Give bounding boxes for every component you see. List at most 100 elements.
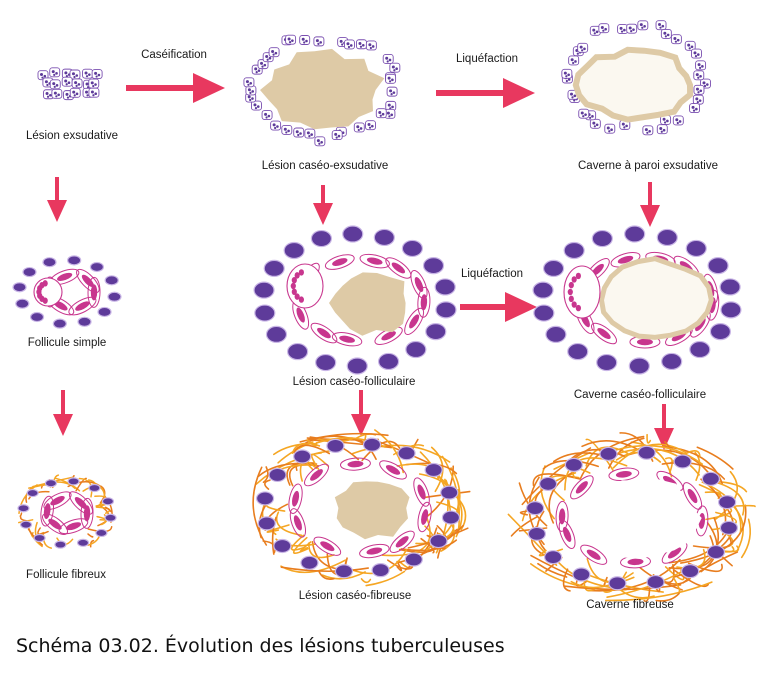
fibre (680, 504, 747, 564)
epithelioid-nucleus (50, 495, 65, 506)
arrow-caverne-exsudative-to-folliculaire-head (640, 205, 660, 227)
fibre (321, 571, 366, 580)
fibre (441, 455, 460, 518)
exudate-cell (69, 69, 81, 80)
exudate-cell (245, 92, 257, 103)
giant-cell-nucleus (291, 276, 297, 284)
exudate-cell (660, 28, 672, 39)
arrow-exsudative-to-follicule-head (47, 200, 67, 222)
lymphocyte (599, 446, 618, 462)
lymphocyte (608, 576, 627, 591)
giant-cell-nucleus (575, 304, 581, 312)
epithelioid-nucleus (43, 503, 51, 520)
epithelioid-nucleus (65, 522, 82, 531)
arrow-exsudative-to-follicule (47, 177, 67, 222)
fibre (655, 592, 680, 602)
label-caverne-fibreuse: Caverne fibreuse (586, 599, 674, 611)
lymphocyte (33, 533, 46, 543)
epithelioid-cell (40, 495, 54, 527)
exudate-cell (88, 78, 100, 89)
exudate-cell (684, 40, 696, 51)
label-lesion-exsudative: Lésion exsudative (25, 130, 119, 142)
epithelioid-nucleus (667, 547, 682, 559)
exudate-cell (578, 108, 590, 119)
epithelioid-nucleus (75, 301, 90, 311)
epithelioid-cell (682, 482, 703, 510)
exudate-cell (670, 34, 682, 45)
epithelioid-nucleus (332, 258, 348, 266)
fibre (715, 470, 739, 520)
epithelioid-nucleus (74, 496, 88, 510)
lymphocyte (12, 282, 27, 293)
lymphocyte (709, 322, 732, 341)
fibre (393, 444, 425, 456)
fibre (643, 587, 651, 603)
lesion-exsudative-drawing (37, 67, 103, 101)
fibre (692, 537, 732, 549)
lymphocyte (255, 491, 275, 506)
arrow-caseo-exsudative-to-folliculaire (313, 185, 333, 225)
giant-cell-nucleus (575, 272, 581, 280)
fibre (673, 577, 681, 592)
epithelioid-nucleus (586, 549, 601, 560)
lymphocyte (334, 564, 354, 579)
arrow-folliculaire-to-fibreuse-shaft (359, 390, 363, 416)
fibre (306, 439, 318, 447)
lymphocyte (707, 257, 729, 275)
follicule-fibreux-drawing (17, 474, 117, 549)
lymphocyte (661, 352, 683, 371)
fibre (299, 541, 312, 553)
epithelioid-nucleus (409, 314, 420, 329)
lymphocyte (424, 462, 443, 478)
exudate-cell (49, 67, 61, 78)
fibre (252, 466, 268, 546)
lymphocyte (17, 504, 30, 513)
lymphocyte (265, 325, 288, 343)
fibre (387, 559, 414, 570)
lymphocyte (538, 476, 558, 492)
caverne-paroi-exsudative-drawing (561, 20, 711, 136)
fibre (293, 444, 331, 455)
lymphocyte (88, 483, 101, 493)
arrow-caseification-shaft (126, 85, 195, 91)
fibre (18, 519, 34, 524)
lymphocyte (346, 357, 368, 375)
fibre (711, 511, 737, 531)
lymphocyte (646, 574, 665, 590)
exudate-cell (71, 78, 83, 89)
epithelioid-nucleus (293, 515, 302, 531)
fibre (37, 527, 49, 535)
epithelioid-nucleus (617, 255, 634, 264)
lymphocyte (567, 342, 589, 361)
epithelioid-cell (359, 543, 390, 559)
exudate-cell (385, 73, 397, 84)
lymphocyte (26, 488, 39, 498)
fibre (266, 524, 290, 533)
fibre (696, 446, 734, 470)
lymphocyte (701, 471, 720, 486)
fibre (360, 578, 372, 584)
lymphocyte (397, 446, 416, 461)
fibre (420, 537, 435, 554)
fibre (318, 571, 335, 580)
arrow-caverne-folliculaire-to-fibreuse-head (654, 428, 674, 450)
arrow-caverne-folliculaire-to-fibreuse (654, 404, 674, 450)
lymphocyte (656, 228, 678, 247)
fibre (352, 444, 451, 463)
lymphocyte (342, 225, 364, 243)
label-lesion-caseo-folliculaire: Lésion caséo-folliculaire (292, 376, 416, 388)
lymphocyte (268, 467, 287, 483)
exudate-cell (43, 89, 54, 100)
lymphocyte (563, 241, 585, 260)
arrow-caverne-folliculaire-to-fibreuse-shaft (662, 404, 666, 430)
lymphocyte (434, 278, 456, 296)
epithelioid-nucleus (575, 481, 588, 494)
arrow-liquefaction-top (436, 78, 535, 108)
lymphocyte (544, 550, 563, 565)
epithelioid-cell (41, 513, 69, 535)
exudate-cell (365, 120, 376, 131)
lymphocyte (572, 567, 591, 582)
lymphocyte (718, 495, 737, 510)
exudate-cell (268, 47, 280, 58)
lymphocyte (67, 255, 82, 266)
